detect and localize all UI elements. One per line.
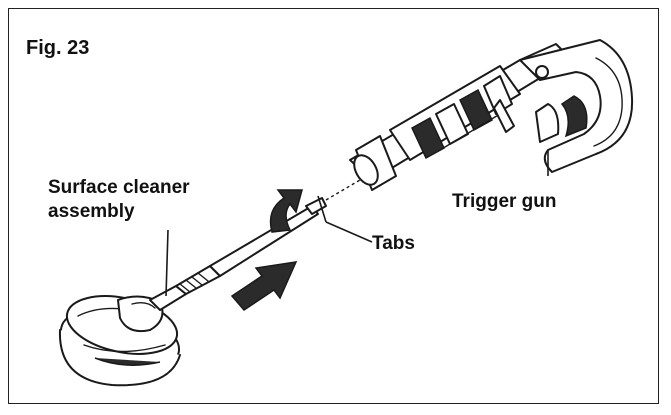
rotate-arrow-icon <box>269 189 303 233</box>
push-arrow-icon <box>230 261 298 311</box>
trigger-gun-label: Trigger gun <box>452 191 557 212</box>
surface-cleaner-label-line2: assembly <box>48 201 135 222</box>
tabs-label: Tabs <box>372 233 415 254</box>
figure-frame <box>8 8 659 404</box>
trigger-gun <box>349 39 634 191</box>
surface-cleaner-head <box>58 295 181 387</box>
surface-cleaner-label-line1: Surface cleaner <box>48 177 190 198</box>
figure-label: Fig. 23 <box>26 37 90 59</box>
tabs-marker <box>317 179 373 243</box>
surface-cleaner-leader <box>165 229 169 297</box>
